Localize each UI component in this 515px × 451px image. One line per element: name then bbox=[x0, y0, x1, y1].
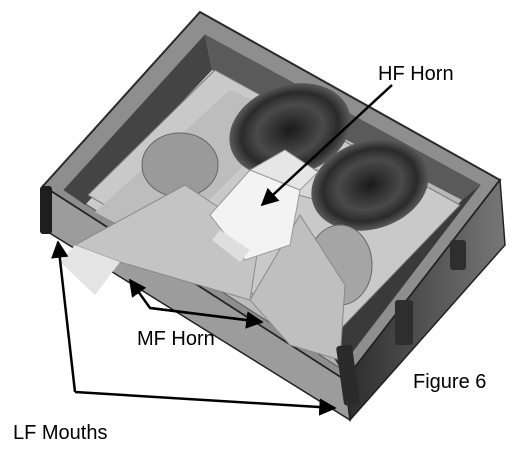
lf-mouth-arrow-right bbox=[75, 392, 335, 408]
figure-caption: Figure 6 bbox=[413, 372, 486, 392]
lf-mouths-label: LF Mouths bbox=[13, 423, 107, 443]
mf-horn-label: MF Horn bbox=[137, 329, 215, 349]
hf-horn-label: HF Horn bbox=[378, 64, 454, 84]
